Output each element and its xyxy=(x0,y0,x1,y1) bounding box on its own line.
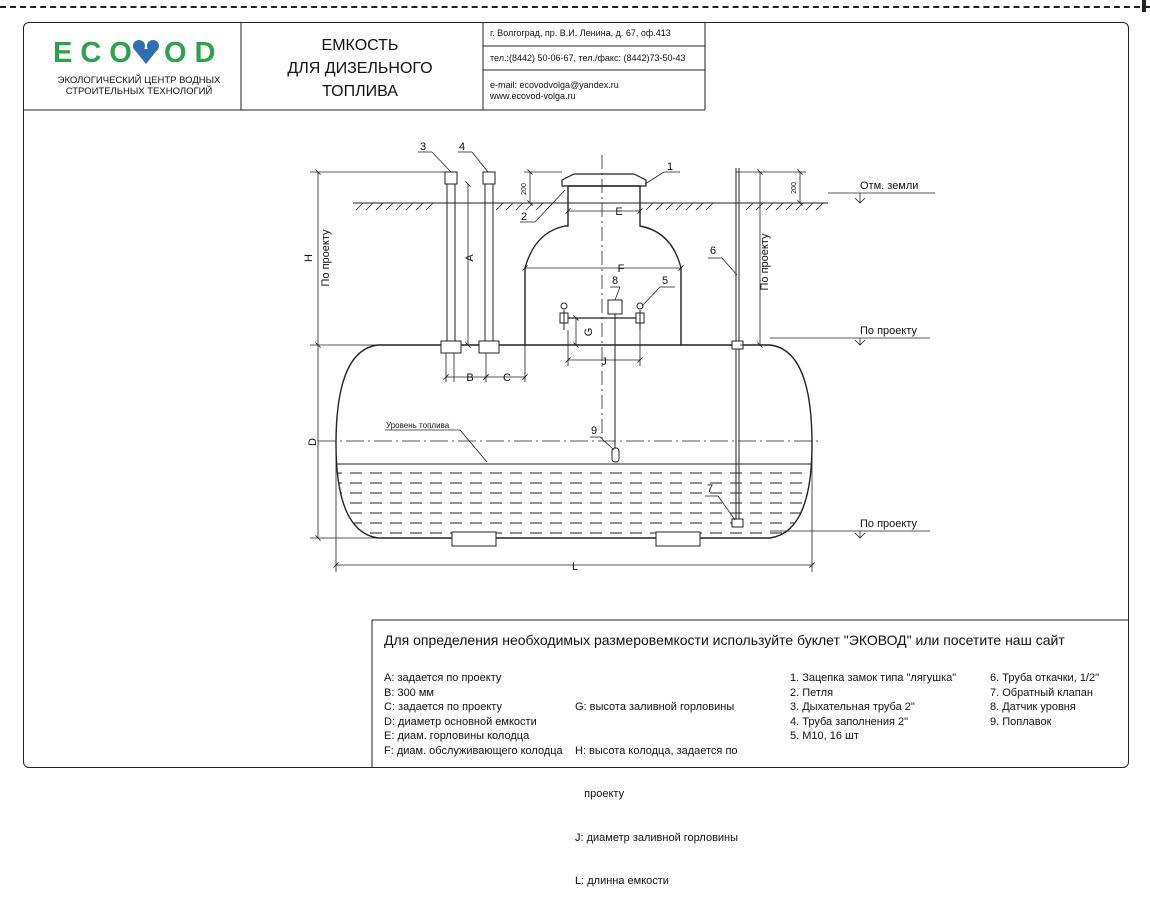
legend-item: B: 300 мм xyxy=(384,686,434,699)
legend-components-1: 1. Зацепка замок типа "лягушка" 2. Петля… xyxy=(790,671,956,744)
legend-item: A: задается по проекту xyxy=(384,672,502,684)
callout-2: 2 xyxy=(521,211,527,223)
ground-mark-label: Отм. земли xyxy=(860,180,918,192)
level-by-project-2: По проекту xyxy=(860,518,917,530)
dim-label-l: L xyxy=(572,561,578,573)
dim-label-b: B xyxy=(466,372,473,384)
callout-8: 8 xyxy=(612,275,618,287)
legend-item: 6. Труба откачки, 1/2" xyxy=(990,672,1100,684)
logo-subtitle: ЭКОЛОГИЧЕСКИЙ ЦЕНТР ВОДНЫХ СТРОИТЕЛЬНЫХ … xyxy=(40,75,238,97)
tank-body xyxy=(318,344,820,547)
callout-9: 9 xyxy=(591,425,597,437)
callout-5: 5 xyxy=(662,275,668,287)
legend-item: F: диам. обслуживающего колодца xyxy=(384,744,563,757)
legend-dimensions-2: G: высота заливной горловины H: высота к… xyxy=(575,671,738,903)
dim-label-g: G xyxy=(583,328,595,337)
breather-pipe xyxy=(440,171,462,354)
legend-item: 9. Поплавок xyxy=(990,715,1052,728)
dim-label-f: F xyxy=(618,263,625,275)
legend-components-2: 6. Труба откачки, 1/2" 7. Обратный клапа… xyxy=(990,671,1099,729)
dim-label-c: C xyxy=(503,372,511,384)
legend-item: D: диаметр основной емкости xyxy=(384,715,537,728)
check-valve xyxy=(731,518,744,528)
logo-subtitle-line2: СТРОИТЕЛЬНЫХ ТЕХНОЛОГИЙ xyxy=(65,86,213,97)
fill-pipe xyxy=(478,171,500,354)
dim-by-project-right: По проекту xyxy=(759,233,771,290)
legend-item: H: высота колодца, задается по xyxy=(575,744,738,757)
ecovod-logo-mark: ECO OD xyxy=(53,37,223,69)
float xyxy=(611,447,620,463)
callout-3: 3 xyxy=(420,141,426,153)
legend-item: L: длинна емкости xyxy=(575,875,669,887)
company-email: e-mail: ecovodvolga@yandex.ru xyxy=(490,80,619,90)
dim-label-d: D xyxy=(307,438,319,446)
legend-item: 1. Зацепка замок типа "лягушка" xyxy=(790,672,957,684)
legend-item: 2. Петля xyxy=(790,686,834,699)
level-by-project-1: По проекту xyxy=(860,325,917,337)
legend-dimensions-1: A: задается по проекту B: 300 мм C: зада… xyxy=(384,671,563,758)
ground-surface xyxy=(353,202,828,211)
legend-item: проекту xyxy=(575,788,625,800)
title-line1: ЕМКОСТЬ xyxy=(321,37,399,54)
company-website: www.ecovod-volga.ru xyxy=(490,91,576,101)
dim-label-a: A xyxy=(464,254,476,262)
dim-200-left: 200 xyxy=(521,183,528,195)
legend-item: 5. М10, 16 шт xyxy=(790,730,859,742)
sheet-corner-mark xyxy=(1142,0,1146,12)
callout-6: 6 xyxy=(710,245,716,257)
notes-heading: Для определения необходимых размеровемко… xyxy=(384,632,1065,648)
title-line3: ТОПЛИВА xyxy=(322,83,398,100)
pump-out-pipe xyxy=(731,168,744,528)
sheet-cut-line xyxy=(0,6,1150,8)
service-well xyxy=(524,155,682,440)
dim-by-project-left: По проекту xyxy=(320,229,332,286)
legend-item: 7. Обратный клапан xyxy=(990,686,1093,699)
callout-4: 4 xyxy=(459,141,465,153)
svg-text:ECO: ECO xyxy=(53,37,140,68)
legend-item: C: задается по проекту xyxy=(384,701,502,713)
dim-200-right: 200 xyxy=(791,182,798,194)
legend-item: G: высота заливной горловины xyxy=(575,701,735,713)
drawing-title: ЕМКОСТЬ ДЛЯ ДИЗЕЛЬНОГО ТОПЛИВА xyxy=(265,34,455,103)
legend-item: 4. Труба заполнения 2" xyxy=(790,715,909,728)
fuel-level-label: Уровень топлива xyxy=(386,421,450,430)
header-frame xyxy=(24,22,1129,768)
legend-item: 3. Дыхательная труба 2" xyxy=(790,701,915,713)
dimensions xyxy=(310,151,935,572)
legend-item: J: диаметр заливной горловины xyxy=(575,831,739,844)
company-logo: ECO OD xyxy=(53,36,217,69)
callout-7: 7 xyxy=(707,483,713,495)
svg-text:OD: OD xyxy=(164,37,223,68)
support-left xyxy=(451,531,497,547)
company-address: г. Волгоград, пр. В.И. Ленина, д. 67, оф… xyxy=(490,28,671,38)
dim-label-e: E xyxy=(615,206,622,218)
logo-subtitle-line1: ЭКОЛОГИЧЕСКИЙ ЦЕНТР ВОДНЫХ xyxy=(57,75,221,86)
legend-item: E: диам. горловины колодца xyxy=(384,730,530,742)
tank-drawing: H По проекту A D L B C E F G J 200 200 П… xyxy=(303,141,935,573)
dim-label-h: H xyxy=(303,254,315,262)
legend-item: 8. Датчик уровня xyxy=(990,701,1076,713)
water-drop-icon xyxy=(133,40,159,64)
support-right xyxy=(655,531,701,547)
dim-label-j: J xyxy=(601,356,607,368)
title-line2: ДЛЯ ДИЗЕЛЬНОГО xyxy=(287,60,433,77)
company-phones: тел.:(8442) 50-06-67, тел./факс: (8442)7… xyxy=(490,53,686,63)
drawing-sheet xyxy=(23,22,1129,768)
callout-1: 1 xyxy=(667,161,673,173)
